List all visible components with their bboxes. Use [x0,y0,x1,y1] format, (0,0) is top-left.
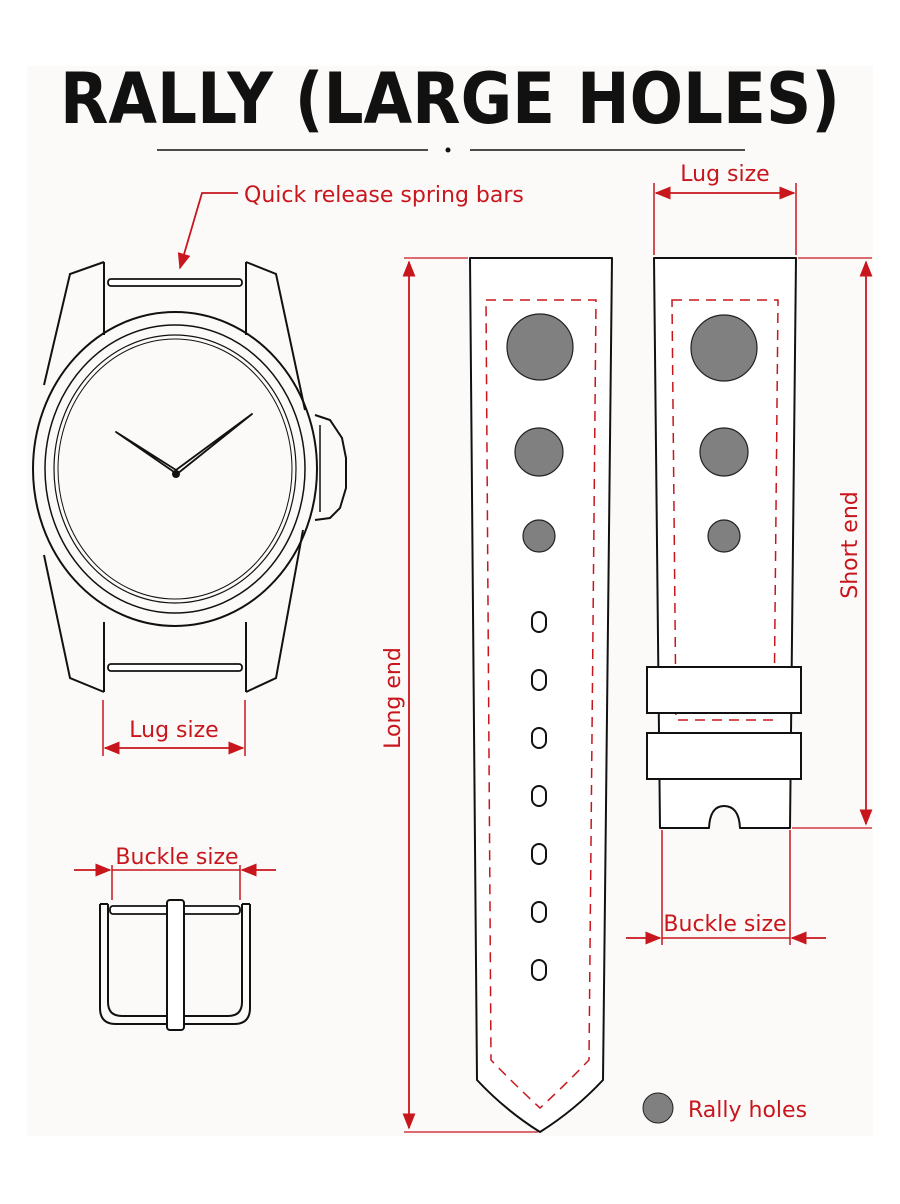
legend-rally-hole-swatch [642,1092,674,1124]
title-divider [157,147,745,153]
lug-size-strap-label: Lug size [680,162,769,187]
long-end-label: Long end [381,647,406,749]
long-strap [469,257,613,1133]
rally-hole [506,313,574,381]
buckle-hole [531,901,547,923]
buckle-hole [531,669,547,691]
watch-illustration [32,261,347,693]
spring-bar-bottom [107,663,243,672]
long-strap-rally-holes [506,313,574,553]
buckle-hole [531,785,547,807]
rally-hole [514,427,564,477]
buckle-size-left-dimension: Buckle size [74,845,276,900]
long-strap-buckle-holes [531,611,547,981]
strap-keepers [646,666,802,780]
rally-hole [522,519,556,553]
buckle-hole [531,843,547,865]
legend: Rally holes [642,1092,807,1124]
legend-rally-holes-label: Rally holes [688,1098,807,1123]
buckle-hole [531,727,547,749]
buckle-size-left-label: Buckle size [115,845,238,870]
strap-keeper [646,732,802,780]
lug-size-watch-label: Lug size [129,718,218,743]
buckle-illustration [99,899,251,1031]
buckle-hole [531,611,547,633]
page-title: RALLY (LARGE HOLES) [60,58,840,140]
rally-hole [690,314,758,382]
buckle-size-right-dimension: Buckle size [626,830,826,945]
quick-release-annotation: Quick release spring bars [177,183,524,270]
buckle-size-right-label: Buckle size [663,912,786,937]
strap-keeper [646,666,802,714]
lug-size-watch-dimension: Lug size [102,700,246,756]
long-end-dimension: Long end [381,257,538,1133]
rally-hole [707,519,741,553]
lug-size-strap-dimension: Lug size [653,162,797,255]
short-end-dimension: Short end [792,257,873,829]
buckle-hole [531,959,547,981]
spring-bar-top [107,278,243,287]
rally-hole [699,427,749,477]
quick-release-label: Quick release spring bars [244,183,524,208]
short-strap-rally-holes [690,314,758,553]
short-end-label: Short end [838,491,863,598]
